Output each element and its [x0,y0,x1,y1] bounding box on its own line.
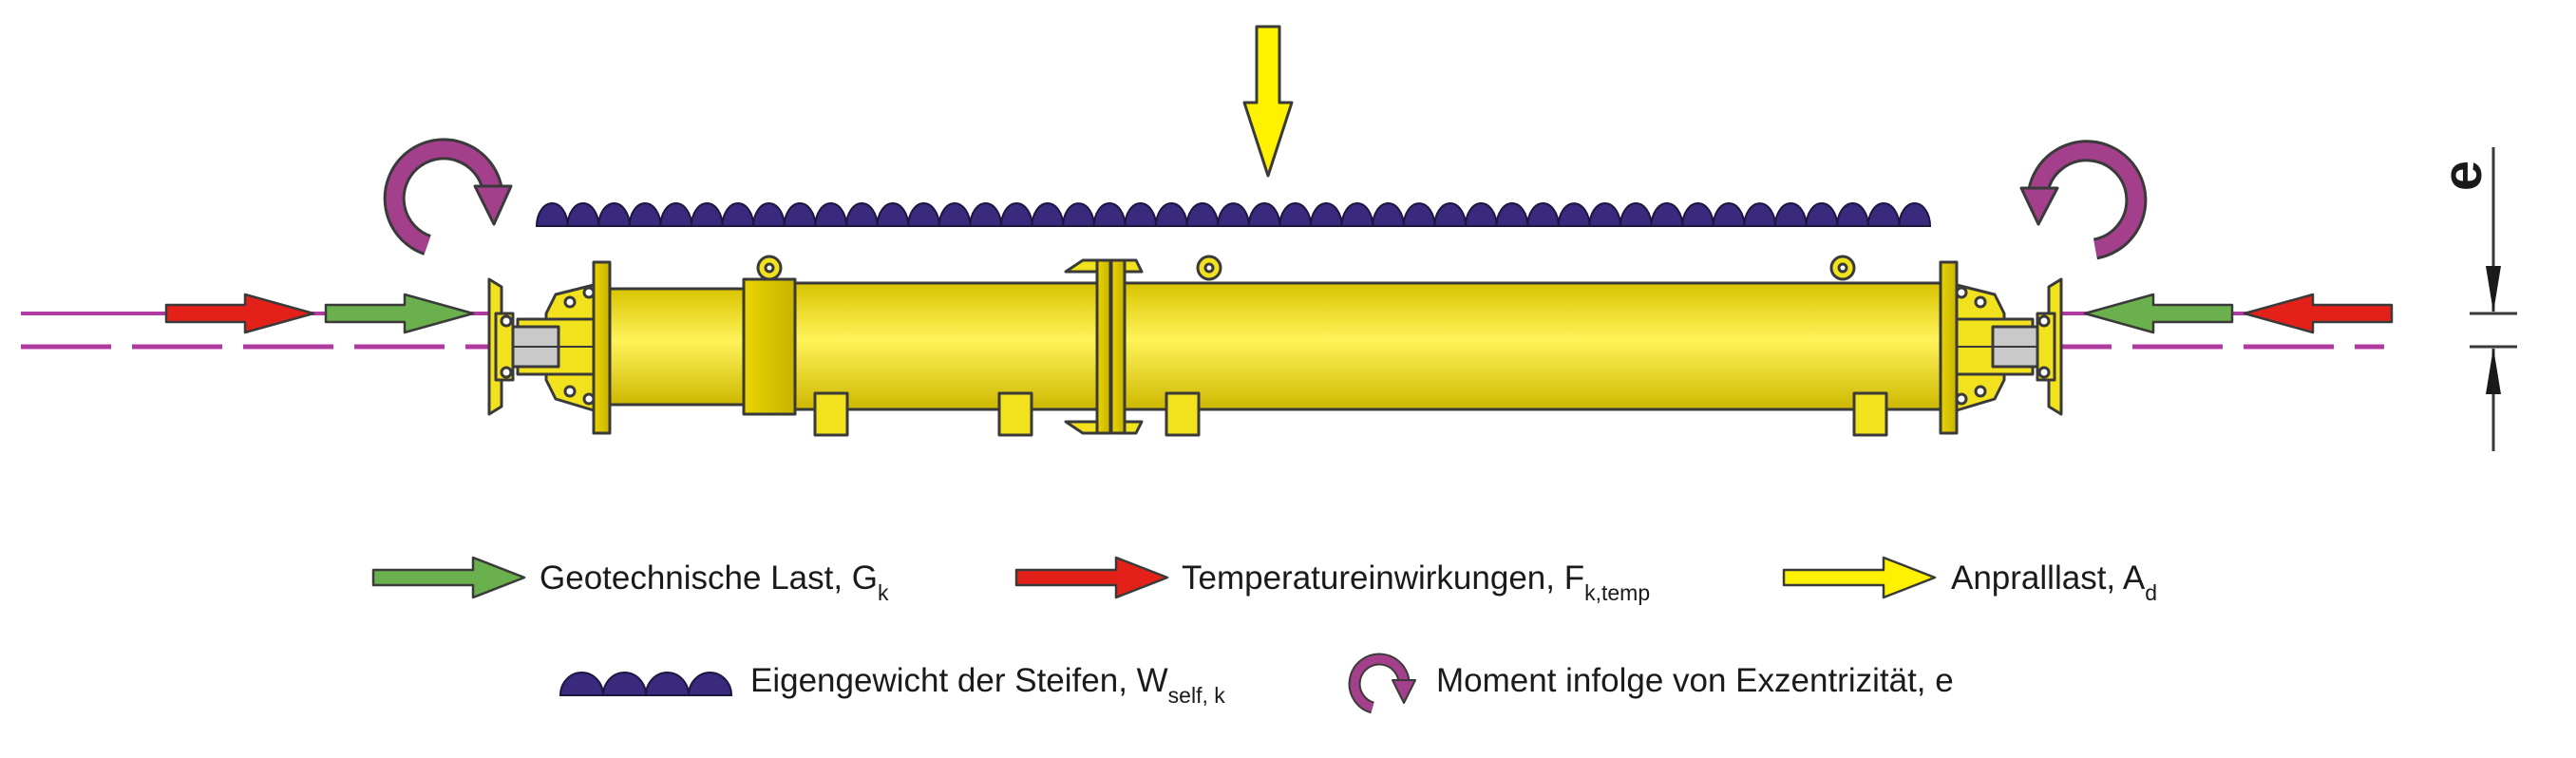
impact-load-arrow [1242,25,1294,178]
eccentricity-dimension [2470,147,2517,451]
strut-inner-tube [597,287,752,407]
legend-geotech-sub: k [878,580,889,605]
left-end-flange [592,260,612,435]
left-end-head [487,277,596,416]
geotech-arrow-left [324,293,475,334]
legend-impact: Anpralllast, Ad [1951,559,2157,605]
legend-impact-sub: d [2145,580,2157,605]
middle-flange-b [1109,258,1127,435]
strut-collar [742,277,797,416]
legend-geotech: Geotechnische Last, Gk [540,559,889,605]
legend-geotech-text: Geotechnische Last, G [540,559,878,597]
right-end-flange [1939,260,1959,435]
legend-selfweight: Eigengewicht der Steifen, Wself, k [750,662,1225,708]
middle-gusset-tl [1064,258,1099,274]
legend-temperature: Temperatureinwirkungen, Fk,temp [1182,559,1650,605]
legend-moment: Moment infolge von Exzentrizität, e [1436,662,1954,699]
strut [487,255,2063,437]
geotech-arrow-right [2083,293,2234,334]
red-arrow-icon [1014,556,1169,599]
legend-impact-text: Anpralllast, A [1951,559,2146,597]
moment-arrow-left [383,138,513,256]
middle-gusset-br [1123,420,1144,435]
middle-gusset-bl [1064,420,1099,435]
legend-selfweight-text: Eigengewicht der Steifen, W [750,662,1168,699]
right-end-head [1955,277,2063,416]
scalloped-load-icon [559,672,733,696]
legend: Geotechnische Last, Gk Temperatureinwirk… [371,556,2157,714]
support-blocks [813,391,1888,437]
legend-moment-text: Moment infolge von Exzentrizität, e [1436,662,1954,699]
middle-flange-a [1095,258,1112,435]
green-arrow-icon [371,556,526,599]
legend-selfweight-sub: self, k [1168,683,1226,708]
temperature-arrow-left [164,293,315,334]
middle-gusset-tr [1123,258,1144,274]
legend-temperature-sub: k,temp [1584,580,1650,605]
strut-tube [744,281,1959,411]
temperature-arrow-right [2243,293,2394,334]
selfweight-distributed-load [535,202,1932,227]
eccentricity-label: e [2432,161,2493,191]
lifting-lug [756,255,1856,281]
yellow-arrow-icon [1782,556,1937,599]
legend-temperature-text: Temperatureinwirkungen, F [1182,559,1584,597]
moment-arrow-right [2019,140,2148,260]
curved-moment-arrow-icon [1348,653,1416,714]
